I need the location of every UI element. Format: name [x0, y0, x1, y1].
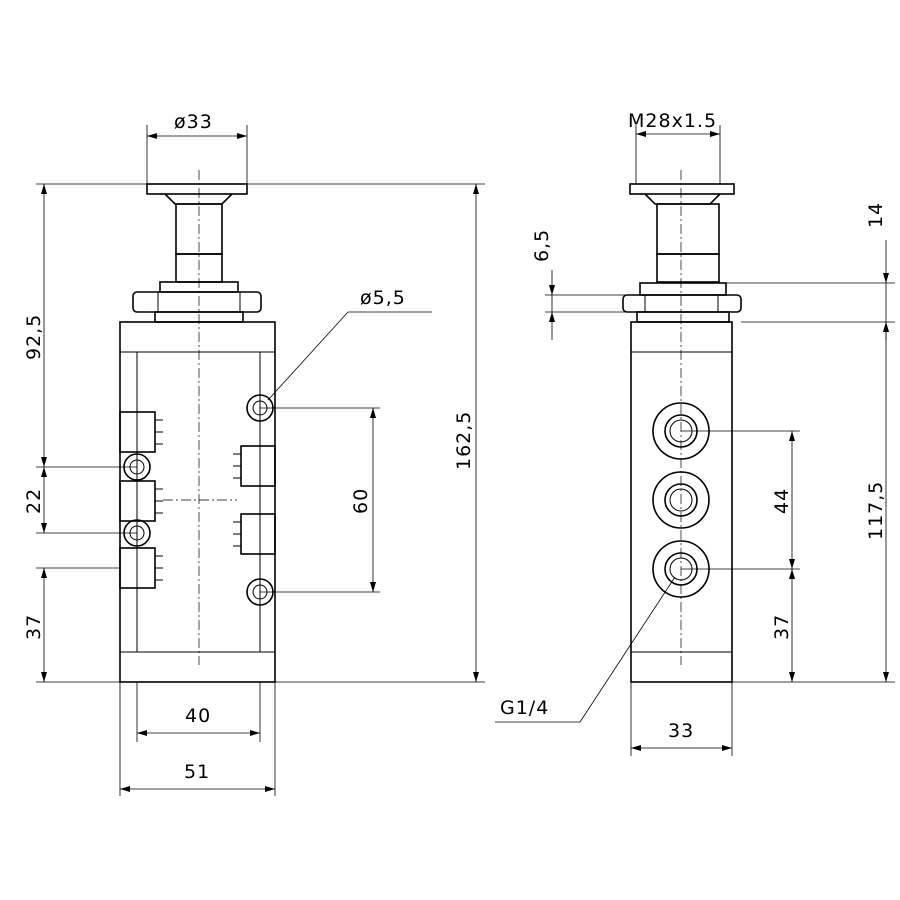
dim-offset-37-left: 37 [23, 614, 45, 640]
dim-offset-37-right: 37 [771, 614, 793, 640]
dim-height-92-5: 92,5 [23, 314, 45, 360]
dim-width-51: 51 [184, 761, 210, 783]
side-push-button [629, 183, 735, 283]
side-view [622, 170, 742, 683]
dim-total-height: 162,5 [453, 411, 475, 470]
dim-port-thread: G1/4 [500, 697, 549, 719]
valve-body [119, 321, 276, 683]
right-fittings [233, 394, 276, 606]
dim-width-40: 40 [185, 705, 211, 727]
side-dimensions: M28x1.5 6,5 14 117,5 44 37 G1/4 [495, 110, 895, 756]
dim-width-33: 33 [668, 720, 694, 742]
dim-body-117-5: 117,5 [865, 481, 887, 540]
nut [132, 281, 262, 323]
dim-button-14: 14 [865, 202, 887, 228]
push-button [146, 183, 248, 283]
front-dimensions: ø33 162,5 92,5 22 37 60 ø5,5 [23, 111, 485, 796]
dim-thread-m28: M28x1.5 [628, 110, 717, 132]
dim-hole-5-5: ø5,5 [360, 287, 406, 309]
dim-diameter-33: ø33 [174, 111, 213, 133]
side-body [630, 321, 733, 683]
dim-spacing-22: 22 [23, 488, 45, 514]
dim-spacing-44: 44 [771, 488, 793, 514]
front-view [119, 170, 276, 683]
left-fittings [119, 411, 163, 589]
side-nut [622, 282, 742, 323]
dim-spacing-60: 60 [350, 488, 372, 514]
dim-nut-6-5: 6,5 [531, 229, 553, 262]
